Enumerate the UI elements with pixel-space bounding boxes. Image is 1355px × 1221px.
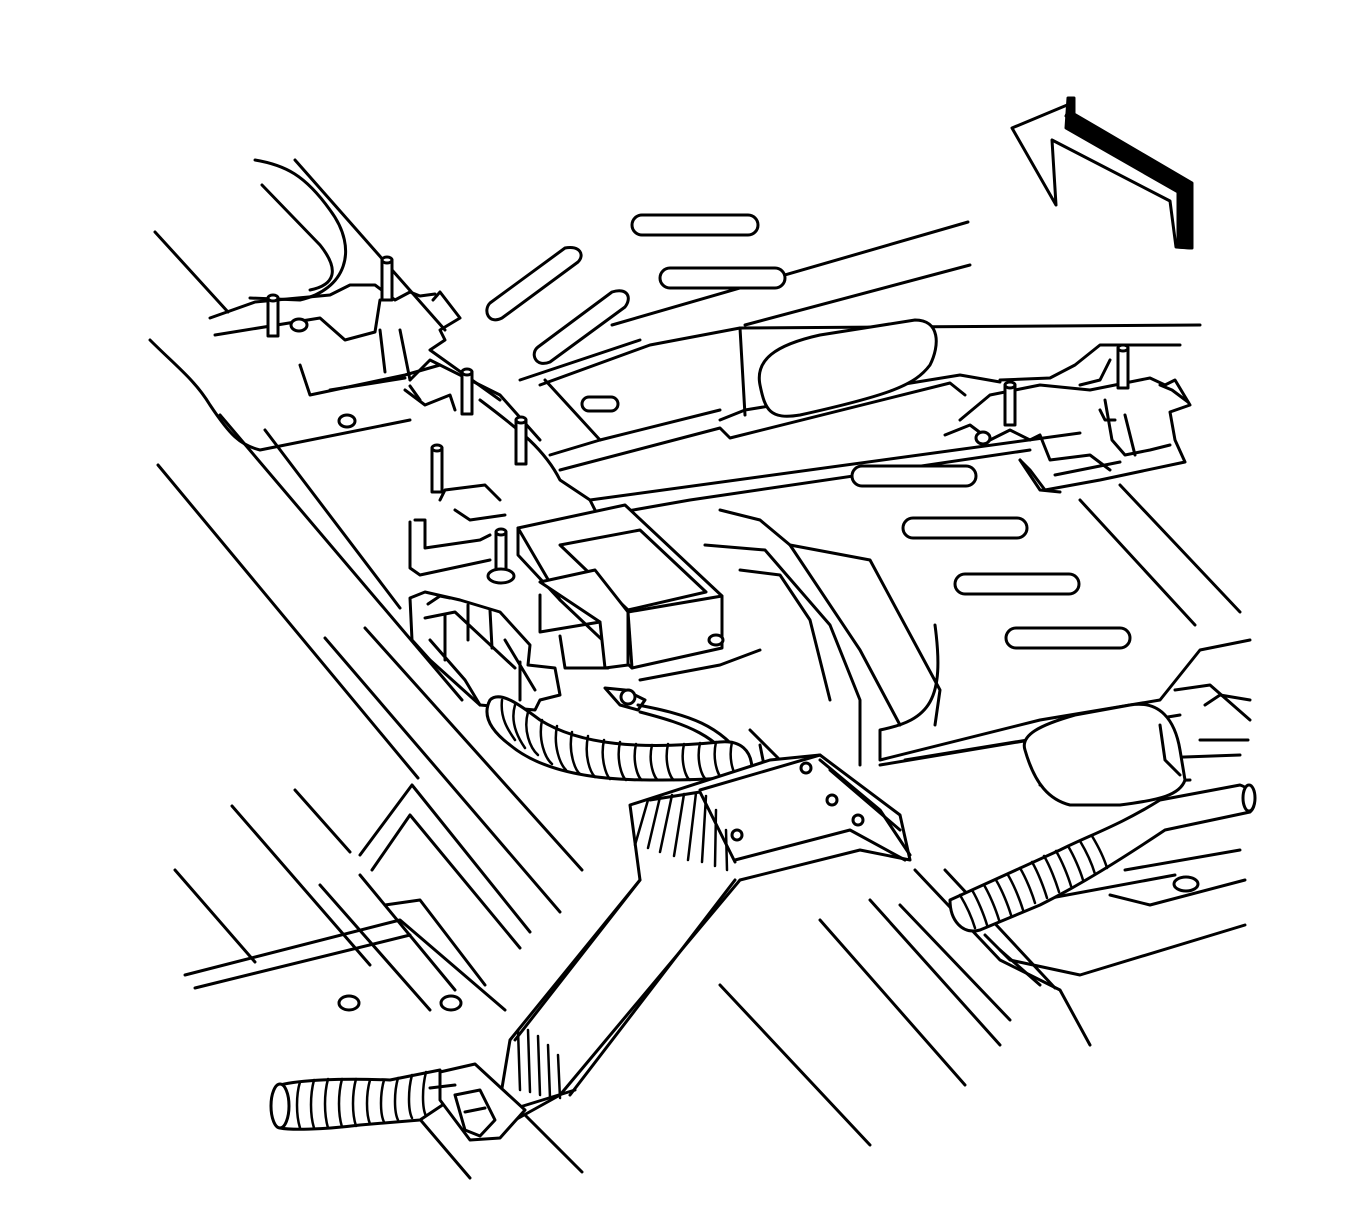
stud-3 [460,367,474,416]
seat-mounting-studs [266,255,1130,585]
wiring-harness [485,695,754,782]
forward-direction-arrow [1010,96,1194,250]
stud-7 [1116,343,1130,390]
stud-5 [430,443,444,494]
seat-mounting-brackets [408,376,1192,577]
stud-6 [1003,380,1017,427]
mounting-holes [289,317,1200,1012]
harness-connector [408,590,562,712]
control-module [516,503,762,682]
stud-8 [486,527,516,585]
harness-retainer-channel [498,753,912,1122]
stud-2 [380,255,394,302]
floor-slots [485,213,1132,650]
floor-pan [148,158,1252,1180]
harness-end-connector [269,1062,527,1142]
floor-access-opening [1022,702,1187,807]
harness-conduit [948,783,1257,933]
stud-4 [514,415,528,466]
stud-1 [266,293,280,338]
